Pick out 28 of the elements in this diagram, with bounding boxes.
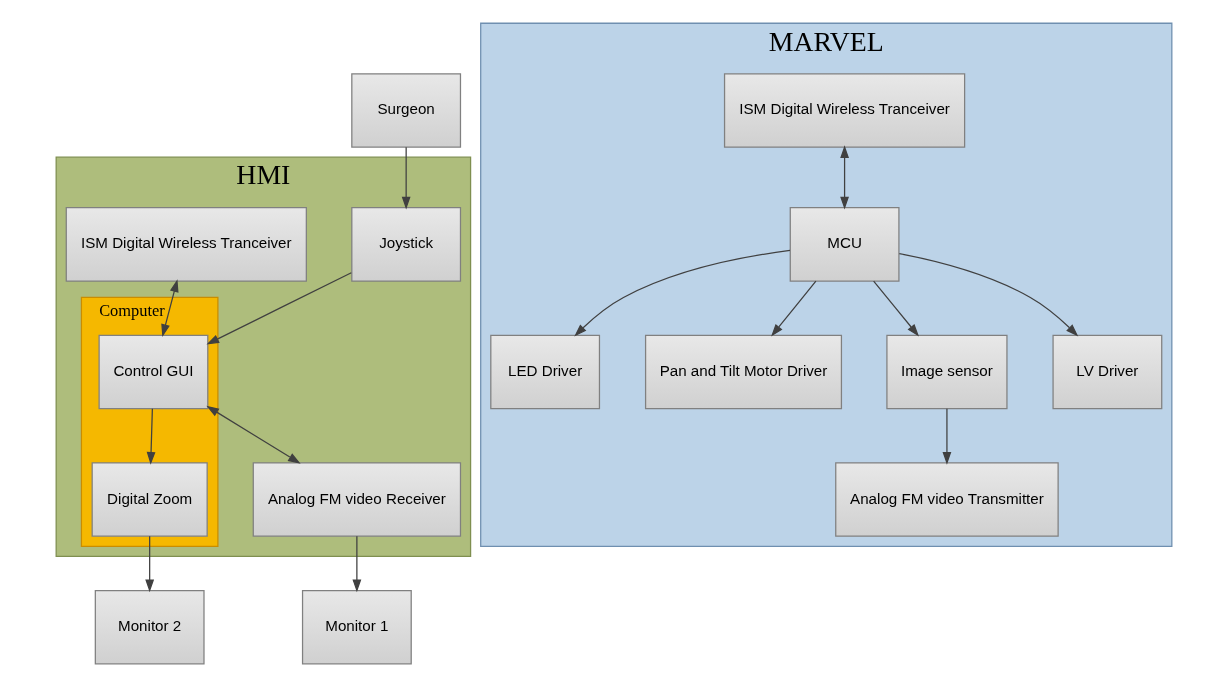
node-box: Control GUI bbox=[98, 334, 209, 410]
arrow bbox=[873, 280, 919, 337]
node-box: Joystick bbox=[351, 207, 462, 282]
arrow bbox=[206, 272, 352, 345]
node-box: Monitor 2 bbox=[94, 589, 205, 665]
node-box: Analog FM video Transmitter bbox=[835, 462, 1059, 537]
arrow bbox=[206, 405, 301, 464]
node-box: ISM Digital Wireless Tranceiver bbox=[723, 73, 966, 148]
node-box: Surgeon bbox=[351, 73, 462, 148]
node-box: Analog FM video Receiver bbox=[252, 462, 462, 537]
node-box: ISM Digital Wireless Tranceiver bbox=[65, 207, 307, 282]
arrow bbox=[840, 145, 849, 210]
arrow bbox=[352, 535, 362, 593]
arrow bbox=[401, 146, 411, 210]
node-box: Monitor 1 bbox=[301, 589, 412, 665]
arrow bbox=[161, 279, 179, 337]
node-box: LED Driver bbox=[490, 334, 601, 410]
arrow bbox=[145, 535, 155, 593]
arrow bbox=[942, 408, 952, 465]
node-box: Pan and Tilt Motor Driver bbox=[644, 334, 843, 410]
node-box: LV Driver bbox=[1052, 334, 1163, 410]
node-box: Digital Zoom bbox=[91, 462, 208, 537]
arrow bbox=[146, 408, 156, 465]
node-box: Image sensor bbox=[886, 334, 1008, 410]
arrow bbox=[898, 253, 1079, 337]
arrow bbox=[574, 249, 791, 337]
arrow bbox=[771, 280, 817, 337]
node-box: MCU bbox=[789, 207, 900, 282]
